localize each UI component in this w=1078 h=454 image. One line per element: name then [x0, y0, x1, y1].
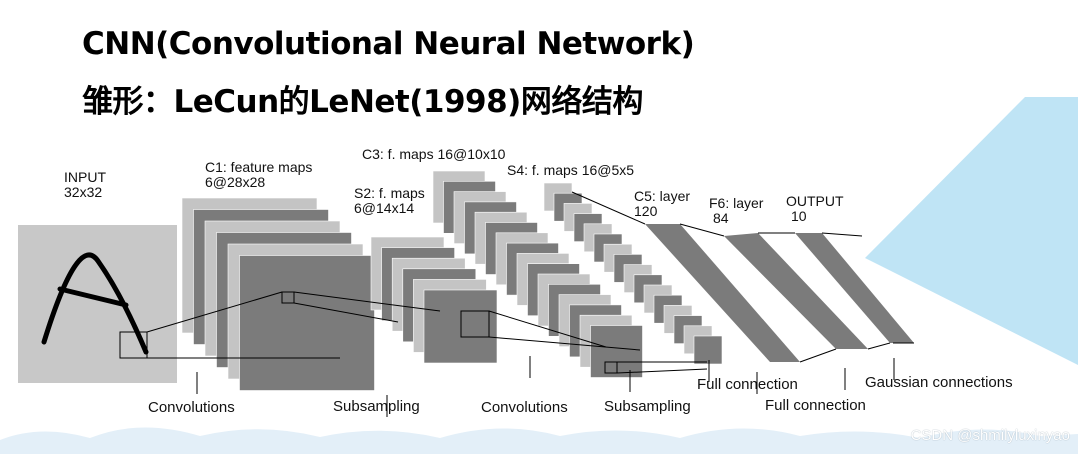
c5-layer-label: C5: layer: [634, 188, 691, 204]
f6-layer-bar: [724, 233, 868, 349]
s4-layer-label: S4: f. maps 16@5x5: [507, 162, 635, 178]
input-layer-size: 32x32: [64, 184, 103, 200]
s2-layer-size: 6@14x14: [354, 200, 415, 216]
op-full-connection-2: Full connection: [765, 397, 866, 414]
sub2-line-bottom: [616, 368, 708, 374]
fc1-line-bottom: [799, 348, 837, 363]
c3-receptive-field: [460, 310, 490, 338]
c3-layer-label: C3: f. maps 16@10x10: [362, 146, 506, 162]
op-convolutions-1: Convolutions: [148, 399, 235, 416]
conv2-line-bottom: [488, 336, 641, 351]
fc1-line-top: [679, 223, 725, 237]
background-decoration: [0, 97, 1078, 454]
sky-triangle-decoration: [865, 97, 1078, 365]
s4-stack: [543, 182, 723, 365]
watermark: CSDN @shmilyluxinyao: [910, 427, 1070, 444]
c1-receptive-field: [281, 291, 295, 304]
conv1-line-top: [146, 291, 283, 333]
input-receptive-field: [119, 331, 148, 359]
c1-stack: [181, 197, 375, 391]
output-layer-size: 10: [791, 208, 807, 224]
fc2-line-bottom: [867, 342, 891, 350]
sub1-line-top: [293, 291, 441, 312]
c5-layer-size: 120: [634, 203, 658, 219]
op-gaussian-connections: Gaussian connections: [865, 374, 1013, 391]
conv2-line-top: [488, 310, 607, 348]
c1-layer-size: 6@28x28: [205, 174, 266, 190]
c3-stack: [432, 170, 643, 378]
slide-title-line2: 雏形：LeCun的LeNet(1998)网络结构: [82, 84, 643, 120]
feature-map-stacks: [18, 170, 914, 391]
c1-layer-label: C1: feature maps: [205, 159, 313, 175]
op-convolutions-2: Convolutions: [481, 399, 568, 416]
s2-layer-label: S2: f. maps: [354, 185, 425, 201]
connection-lines: [146, 191, 914, 417]
c5-layer-bar: [645, 224, 800, 362]
s4-map: [693, 335, 723, 365]
s4-to-c5-line: [571, 191, 646, 225]
cloud-band-decoration: [0, 427, 1078, 454]
f6-layer-label: F6: layer: [709, 195, 764, 211]
slide-title-line1: CNN(Convolutional Neural Network): [82, 26, 695, 62]
input-image: [18, 225, 177, 383]
input-letter-a-crossbar: [57, 286, 129, 308]
op-subsampling-2: Subsampling: [604, 398, 691, 415]
op-full-connection-1: Full connection: [697, 376, 798, 393]
output-layer-bar: [795, 233, 914, 343]
gauss-line-top: [821, 232, 863, 237]
c1-map: [239, 255, 375, 391]
input-layer-label: INPUT: [64, 169, 106, 185]
sub1-line-bottom: [293, 302, 399, 323]
s2-map: [423, 289, 498, 364]
output-layer-label: OUTPUT: [786, 193, 844, 209]
s4-receptive-field: [604, 361, 618, 374]
f6-layer-size: 84: [713, 210, 729, 226]
op-subsampling-1: Subsampling: [333, 398, 420, 415]
